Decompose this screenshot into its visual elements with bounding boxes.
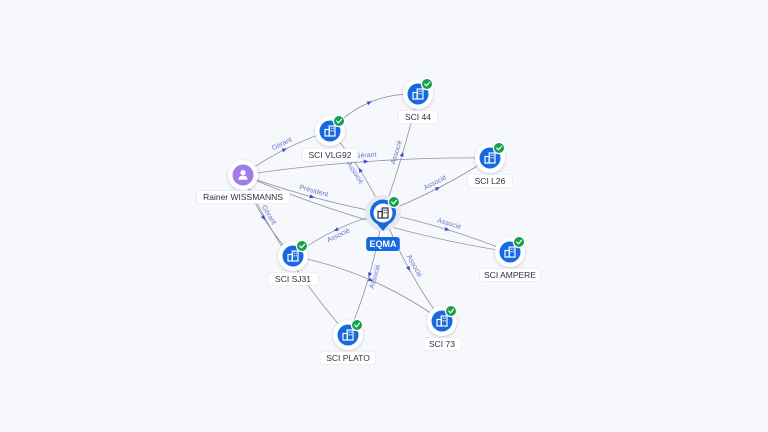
building-icon [484, 152, 496, 164]
verified-badge-icon [387, 195, 401, 209]
edge-label: Président [299, 184, 329, 199]
edge-arrow [399, 151, 404, 157]
edge-arrow [309, 194, 315, 199]
node-label: SCI AMPERE [484, 270, 536, 280]
node-label-group: SCI L26 [467, 174, 513, 188]
edge-sj31-sci73 [292, 255, 443, 322]
edge-arrow [260, 215, 266, 221]
verified-badge-icon [420, 77, 434, 91]
edge-label: Associé [390, 140, 404, 166]
node-vlg92[interactable]: SCI VLG92 [301, 114, 359, 162]
node-label: SCI SJ31 [275, 274, 311, 284]
edge-label: Associé [326, 227, 351, 244]
edge-arrow [368, 272, 372, 278]
node-label: SCI PLATO [326, 353, 370, 363]
node-label: SCI 73 [429, 339, 455, 349]
node-label: Rainer WISSMANNS [203, 192, 283, 202]
verified-badge-icon [492, 141, 506, 155]
building-icon [324, 125, 336, 137]
person-icon [238, 170, 248, 180]
node-eqma[interactable]: EQMA [365, 195, 401, 251]
edge-arrow [363, 159, 369, 164]
node-label-group: SCI SJ31 [267, 272, 319, 286]
edge-label: Gérant [355, 152, 377, 160]
edge-arrow [444, 227, 450, 231]
node-label-group: SCI 73 [421, 337, 463, 351]
node-label-group: SCI VLG92 [301, 148, 359, 162]
node-label-group: SCI PLATO [319, 351, 377, 365]
node-label-group: SCI 44 [397, 110, 439, 124]
node-sci44[interactable]: SCI 44 [397, 77, 439, 124]
edge-arrow [333, 227, 339, 232]
node-l26[interactable]: SCI L26 [467, 141, 513, 188]
nodes-layer: EQMA Rainer WISSMANNS SCI VLG92 SCI 44 SCI L… [196, 77, 541, 365]
building-icon [504, 246, 516, 258]
edge-label: Associé [345, 161, 364, 185]
node-rainer[interactable]: Rainer WISSMANNS [196, 160, 290, 204]
edge-arrow [406, 265, 411, 272]
edge-arrow [281, 148, 287, 153]
building-icon [436, 315, 448, 327]
building-icon [412, 88, 424, 100]
verified-badge-icon [444, 304, 458, 318]
edge-arrow [434, 187, 441, 192]
node-sci73[interactable]: SCI 73 [421, 304, 463, 351]
node-ampere[interactable]: SCI AMPERE [479, 235, 541, 282]
node-label: SCI L26 [475, 176, 506, 186]
verified-badge-icon [332, 114, 346, 128]
node-label: EQMA [370, 239, 398, 249]
node-plato[interactable]: SCI PLATO [319, 318, 377, 365]
edge-label: Gérant [271, 136, 293, 152]
node-label: SCI 44 [405, 112, 431, 122]
edge-label: Associé [369, 264, 383, 290]
edge-label: Gérant [260, 204, 277, 226]
edge-arrow [366, 101, 372, 106]
building-icon [342, 329, 354, 341]
edge-arrow [358, 167, 363, 173]
verified-badge-icon [512, 235, 526, 249]
verified-badge-icon [350, 318, 364, 332]
edge-label: Associé [436, 217, 462, 231]
node-label-group: EQMA [366, 237, 400, 251]
edge-arrow [368, 277, 374, 282]
node-label-group: SCI AMPERE [479, 268, 541, 282]
building-icon [287, 250, 299, 262]
node-label: SCI VLG92 [309, 150, 352, 160]
verified-badge-icon [295, 239, 309, 253]
node-label-group: Rainer WISSMANNS [196, 190, 290, 204]
node-sj31[interactable]: SCI SJ31 [267, 239, 319, 286]
edge-rainer-l26 [242, 157, 491, 176]
building-icon [377, 207, 389, 219]
